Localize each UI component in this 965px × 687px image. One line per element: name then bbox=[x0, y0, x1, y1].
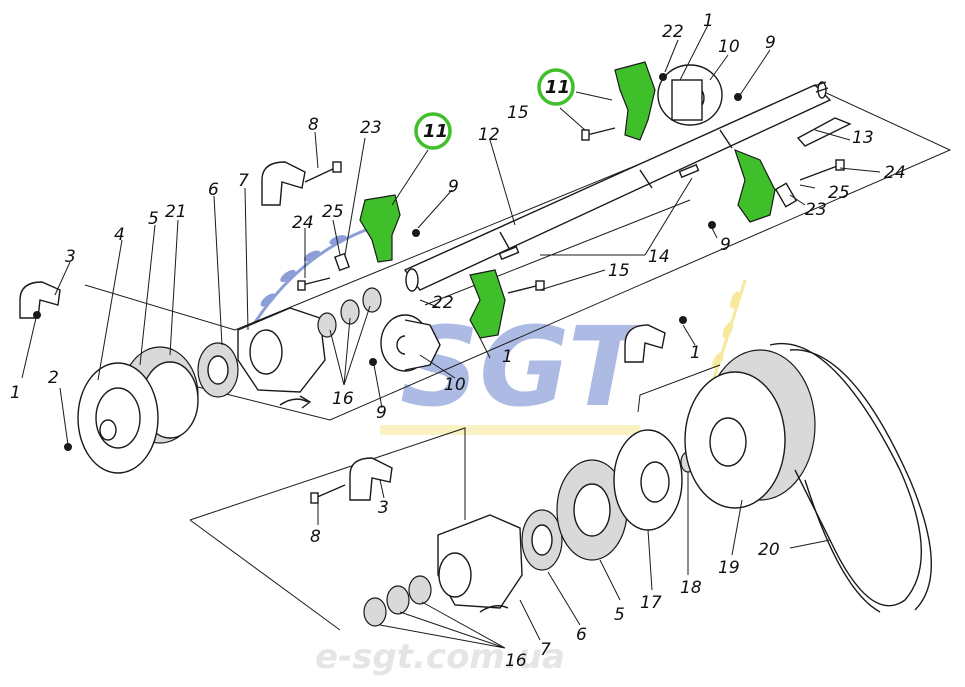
callout-14: 14 bbox=[648, 247, 670, 267]
bearing-lower bbox=[521, 509, 563, 571]
callout-9: 9 bbox=[765, 33, 776, 53]
callout-22: 22 bbox=[662, 22, 684, 42]
callout-23: 23 bbox=[360, 118, 382, 138]
segment-plate-upper-left bbox=[359, 194, 401, 263]
callout-25: 25 bbox=[322, 202, 344, 222]
callout-6: 6 bbox=[208, 180, 219, 200]
callout-9: 9 bbox=[720, 235, 731, 255]
bearing-housing-upper bbox=[237, 307, 326, 409]
callout-11: 11 bbox=[423, 121, 448, 142]
segment-plate-upper-right bbox=[614, 61, 656, 141]
callout-8: 8 bbox=[310, 527, 321, 547]
callout-1: 1 bbox=[690, 343, 701, 363]
callout-16: 16 bbox=[505, 651, 527, 671]
watermark-url: e-sgt.com.ua bbox=[315, 637, 565, 677]
hook-bracket-upper-left bbox=[19, 281, 61, 319]
callout-9: 9 bbox=[376, 403, 387, 423]
callout-3: 3 bbox=[65, 247, 76, 267]
shaft-keys bbox=[498, 163, 700, 261]
callout-13: 13 bbox=[852, 128, 874, 148]
callout-16: 16 bbox=[332, 389, 354, 409]
callout-1: 1 bbox=[703, 11, 714, 31]
highlight-circle-11a bbox=[414, 112, 452, 150]
gasket-lower bbox=[556, 459, 628, 561]
callout-25: 25 bbox=[828, 183, 850, 203]
callout-1: 1 bbox=[10, 383, 21, 403]
callout-22: 22 bbox=[432, 293, 454, 313]
hook-bracket-upper bbox=[261, 161, 306, 206]
green-segment-plates bbox=[359, 61, 776, 339]
large-pulley bbox=[684, 349, 816, 509]
callout-7: 7 bbox=[238, 171, 249, 191]
flange-plate bbox=[613, 429, 683, 531]
upper-assembly-frame bbox=[84, 89, 952, 421]
small-brackets bbox=[334, 182, 798, 272]
callout-9: 9 bbox=[448, 177, 459, 197]
callout-10: 10 bbox=[718, 37, 740, 57]
flange-hub-middle bbox=[380, 314, 441, 372]
callout-23: 23 bbox=[805, 200, 827, 220]
seal-rings-lower bbox=[363, 575, 432, 627]
segment-plate-center bbox=[469, 269, 506, 339]
callout-4: 4 bbox=[114, 225, 125, 245]
bearing-upper bbox=[197, 342, 239, 398]
drive-belts bbox=[769, 342, 933, 613]
callout-2: 2 bbox=[48, 368, 59, 388]
leader-lines bbox=[21, 24, 881, 649]
callout-18: 18 bbox=[680, 578, 702, 598]
callout-12: 12 bbox=[478, 125, 500, 145]
main-shaft bbox=[403, 81, 832, 292]
callout-21: 21 bbox=[165, 202, 187, 222]
callout-5: 5 bbox=[148, 209, 159, 229]
callout-19: 19 bbox=[718, 558, 740, 578]
highlight-circle-11b bbox=[537, 68, 575, 106]
callout-20: 20 bbox=[758, 540, 780, 560]
lever-part bbox=[796, 117, 852, 147]
nuts bbox=[33, 73, 742, 451]
callout-8: 8 bbox=[308, 115, 319, 135]
seal-rings-upper bbox=[317, 287, 382, 338]
callout-1: 1 bbox=[502, 347, 513, 367]
hook-bracket-lower bbox=[349, 457, 393, 501]
pulley-disc-upper bbox=[77, 346, 199, 474]
watermark: SGT e-sgt.com.ua bbox=[248, 223, 747, 677]
shaft-end-thread bbox=[813, 81, 829, 99]
wheat-left-icon bbox=[248, 223, 381, 331]
callout-17: 17 bbox=[640, 593, 662, 613]
hook-bracket-right bbox=[624, 324, 666, 363]
callout-6: 6 bbox=[576, 625, 587, 645]
bolts bbox=[297, 127, 845, 504]
callout-24: 24 bbox=[884, 163, 906, 183]
callout-5: 5 bbox=[614, 605, 625, 625]
callout-15: 15 bbox=[507, 103, 529, 123]
callout-10: 10 bbox=[444, 375, 466, 395]
bearing-housing-lower bbox=[437, 514, 523, 613]
callout-3: 3 bbox=[378, 498, 389, 518]
segment-plate-right bbox=[734, 148, 776, 223]
callout-11: 11 bbox=[545, 77, 570, 98]
lower-assembly-frame bbox=[189, 364, 721, 631]
watermark-logo: SGT bbox=[400, 303, 651, 431]
callout-labels: 1 1 1 1 2 3 3 4 5 5 6 6 7 7 8 8 9 9 9 9 … bbox=[10, 11, 906, 671]
callout-15: 15 bbox=[608, 261, 630, 281]
callout-24: 24 bbox=[292, 213, 314, 233]
flange-hub-upper bbox=[657, 64, 723, 126]
callout-7: 7 bbox=[540, 640, 551, 660]
